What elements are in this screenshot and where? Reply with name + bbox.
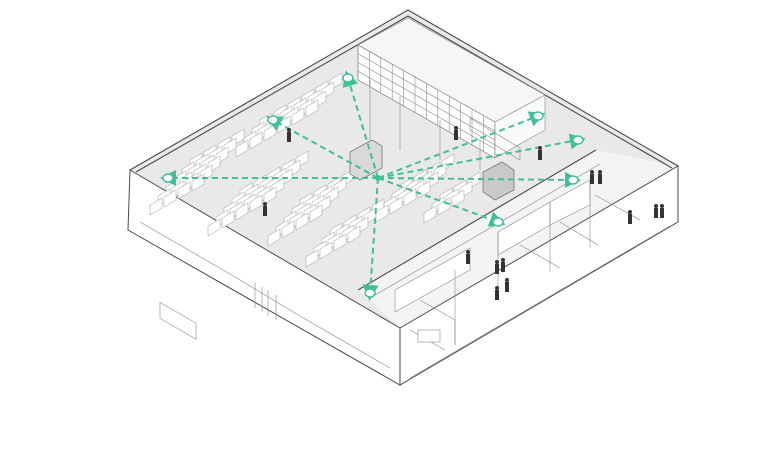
shelf-unit xyxy=(305,249,319,268)
interior-partition xyxy=(357,149,597,291)
stair xyxy=(469,117,521,161)
shelf-unit xyxy=(281,220,295,239)
sensor-node-icon xyxy=(267,115,279,125)
shelf-unit xyxy=(333,233,347,252)
machine-left xyxy=(349,139,383,181)
person-figure xyxy=(466,250,470,264)
person-figure xyxy=(495,286,499,300)
shelf-unit xyxy=(423,205,437,224)
shelf-unit xyxy=(319,241,333,260)
shelf-unit xyxy=(263,186,277,205)
shelf-unit xyxy=(403,188,417,207)
rack-beam xyxy=(357,44,496,123)
shelf-unit xyxy=(249,131,263,150)
sensor-node-icon xyxy=(342,73,354,83)
shelf-unit xyxy=(305,99,319,118)
rack-beam xyxy=(357,53,496,132)
person-figure xyxy=(454,126,458,140)
sensor-hub-icon xyxy=(375,175,381,181)
sensor-node-icon xyxy=(572,135,584,145)
shelf-unit xyxy=(235,139,249,158)
storage-shelving xyxy=(149,72,481,268)
shelf-unit xyxy=(149,197,163,216)
sensor-node-icon xyxy=(532,111,544,121)
sensor-ray xyxy=(342,70,379,179)
person-figure xyxy=(654,204,658,218)
south-wall-detail xyxy=(409,225,671,379)
shelf-unit xyxy=(235,202,249,221)
shelf-unit xyxy=(207,218,221,237)
rack-beam xyxy=(357,79,496,159)
warehouse-floor xyxy=(130,10,678,328)
shelf-unit xyxy=(191,173,205,192)
shelf-unit xyxy=(249,194,263,213)
shelf-unit xyxy=(451,189,465,208)
shelf-unit xyxy=(347,225,361,244)
shelf-unit xyxy=(163,189,177,208)
person-figure xyxy=(505,278,509,292)
person-figure xyxy=(263,202,267,216)
shelf-unit xyxy=(291,107,305,126)
west-wall-details xyxy=(139,221,391,369)
sensor-node-icon xyxy=(492,217,504,227)
roof-edge-north xyxy=(129,9,679,171)
person-figure xyxy=(590,170,594,184)
person-figure xyxy=(287,128,291,142)
person-figure xyxy=(598,170,602,184)
sensor-node-icon xyxy=(364,288,376,298)
shelf-unit xyxy=(267,228,281,247)
rack-beam xyxy=(357,62,496,141)
sensor-node-icon xyxy=(162,173,174,183)
roof-edge-inner xyxy=(135,15,673,173)
south-wall xyxy=(399,165,679,386)
rack-beam xyxy=(357,70,496,150)
person-figure xyxy=(538,146,542,160)
shelf-unit xyxy=(177,181,191,200)
shelf-unit xyxy=(389,196,403,215)
sensor-ray xyxy=(377,177,506,227)
person-figure xyxy=(501,258,505,272)
people xyxy=(263,126,664,300)
shelf-unit xyxy=(295,212,309,231)
sensor-rays xyxy=(160,70,586,301)
person-figure xyxy=(660,204,664,218)
sensor-ray xyxy=(377,133,586,179)
shelf-unit xyxy=(309,204,323,223)
person-figure xyxy=(628,210,632,224)
machine-right xyxy=(482,161,515,201)
sensor-ray xyxy=(377,171,581,188)
person-figure xyxy=(495,260,499,274)
mezzanine-racking xyxy=(357,17,546,170)
office-cubicles xyxy=(394,179,641,351)
shelf-unit xyxy=(221,210,235,229)
sensor-ray xyxy=(377,111,546,179)
sensor-node-icon xyxy=(567,175,579,185)
